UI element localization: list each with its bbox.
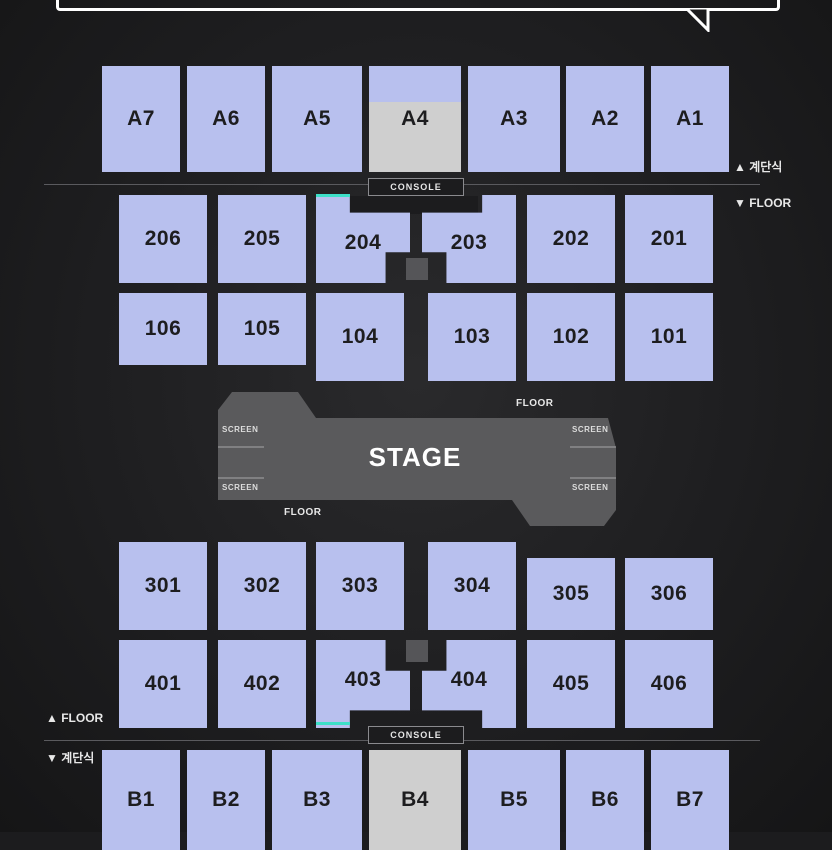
- section-a2[interactable]: A2: [566, 66, 644, 172]
- section-305[interactable]: 305: [527, 558, 615, 630]
- section-a7[interactable]: A7: [102, 66, 180, 172]
- section-406[interactable]: 406: [625, 640, 713, 728]
- screen-label-top-right: SCREEN: [572, 425, 609, 434]
- section-a4[interactable]: A4: [369, 66, 461, 172]
- section-104[interactable]: 104: [316, 293, 404, 381]
- section-105[interactable]: 105: [218, 293, 306, 365]
- section-b5[interactable]: B5: [468, 750, 560, 850]
- console-bottom: CONSOLE: [368, 726, 464, 744]
- section-106[interactable]: 106: [119, 293, 207, 365]
- section-304[interactable]: 304: [428, 542, 516, 630]
- section-201[interactable]: 201: [625, 195, 713, 283]
- section-401[interactable]: 401: [119, 640, 207, 728]
- screen-label-top-left: SCREEN: [222, 425, 259, 434]
- section-a1[interactable]: A1: [651, 66, 729, 172]
- section-b6[interactable]: B6: [566, 750, 644, 850]
- section-102[interactable]: 102: [527, 293, 615, 381]
- section-b2[interactable]: B2: [187, 750, 265, 850]
- section-205[interactable]: 205: [218, 195, 306, 283]
- section-206[interactable]: 206: [119, 195, 207, 283]
- section-a5[interactable]: A5: [272, 66, 362, 172]
- section-202[interactable]: 202: [527, 195, 615, 283]
- console-block-bottom: [406, 640, 428, 662]
- banner-tail-icon: [686, 8, 710, 32]
- section-a3[interactable]: A3: [468, 66, 560, 172]
- legend-lower-floor: ▲ FLOOR: [46, 711, 104, 725]
- stage-label: STAGE: [368, 442, 462, 472]
- section-405[interactable]: 405: [527, 640, 615, 728]
- aisle-top: [348, 196, 478, 214]
- section-b7[interactable]: B7: [651, 750, 729, 850]
- legend-lower-stairs: ▼ 계단식: [46, 751, 95, 765]
- section-101[interactable]: 101: [625, 293, 713, 381]
- console-top: CONSOLE: [368, 178, 464, 196]
- section-306[interactable]: 306: [625, 558, 713, 630]
- legend-upper-stairs: ▲ 계단식: [734, 160, 783, 174]
- screen-label-bottom-left: SCREEN: [222, 483, 259, 492]
- section-301[interactable]: 301: [119, 542, 207, 630]
- accent-marker-bottom: [316, 722, 350, 725]
- accent-marker-top: [316, 194, 350, 197]
- section-b3[interactable]: B3: [272, 750, 362, 850]
- floor-label-top: FLOOR: [516, 398, 554, 409]
- console-block-top: [406, 258, 428, 280]
- screen-label-bottom-right: SCREEN: [572, 483, 609, 492]
- floor-label-bottom: FLOOR: [284, 507, 322, 518]
- header-banner-frame: [56, 0, 780, 11]
- section-b1[interactable]: B1: [102, 750, 180, 850]
- section-b4[interactable]: B4: [369, 750, 461, 850]
- section-303[interactable]: 303: [316, 542, 404, 630]
- section-402[interactable]: 402: [218, 640, 306, 728]
- section-103[interactable]: 103: [428, 293, 516, 381]
- section-302[interactable]: 302: [218, 542, 306, 630]
- section-a6[interactable]: A6: [187, 66, 265, 172]
- stage-shape: [218, 392, 616, 526]
- legend-upper-floor: ▼ FLOOR: [734, 196, 792, 210]
